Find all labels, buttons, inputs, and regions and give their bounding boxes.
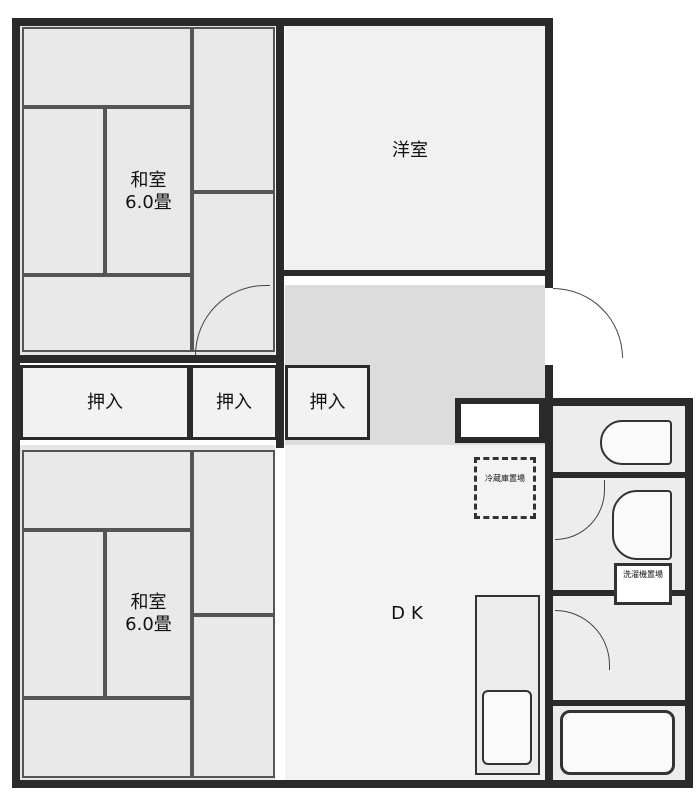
youshitsu-floor xyxy=(285,25,545,275)
washer-space xyxy=(614,563,672,605)
washbasin xyxy=(612,490,672,560)
entrance-door[interactable] xyxy=(553,288,623,358)
room-size: 6.0畳 xyxy=(125,192,172,213)
oshiire-2-box xyxy=(190,365,278,440)
washer-label: 洗濯機置場 xyxy=(623,570,663,579)
room-name: 和室 xyxy=(130,170,167,191)
oshiire-2-label: 押入 xyxy=(216,392,252,413)
dk-label: DK xyxy=(391,603,429,624)
room-name: 和室 xyxy=(130,592,167,613)
fridge-space xyxy=(474,457,536,519)
washitsu-bottom-label: 和室 6.0畳 xyxy=(105,592,192,636)
oshiire-1-box xyxy=(20,365,190,440)
toilet xyxy=(600,420,672,465)
oshiire-3-box xyxy=(285,365,370,440)
oshiire-1-label: 押入 xyxy=(87,392,123,413)
youshitsu-label: 洋室 xyxy=(392,140,428,161)
oshiire-3-label: 押入 xyxy=(309,392,346,413)
kitchen-sink xyxy=(482,690,532,765)
fridge-label: 冷蔵庫置場 xyxy=(485,474,525,483)
bathtub xyxy=(560,710,675,775)
room-size: 6.0畳 xyxy=(125,614,172,635)
washitsu-top-label: 和室 6.0畳 xyxy=(105,170,192,214)
